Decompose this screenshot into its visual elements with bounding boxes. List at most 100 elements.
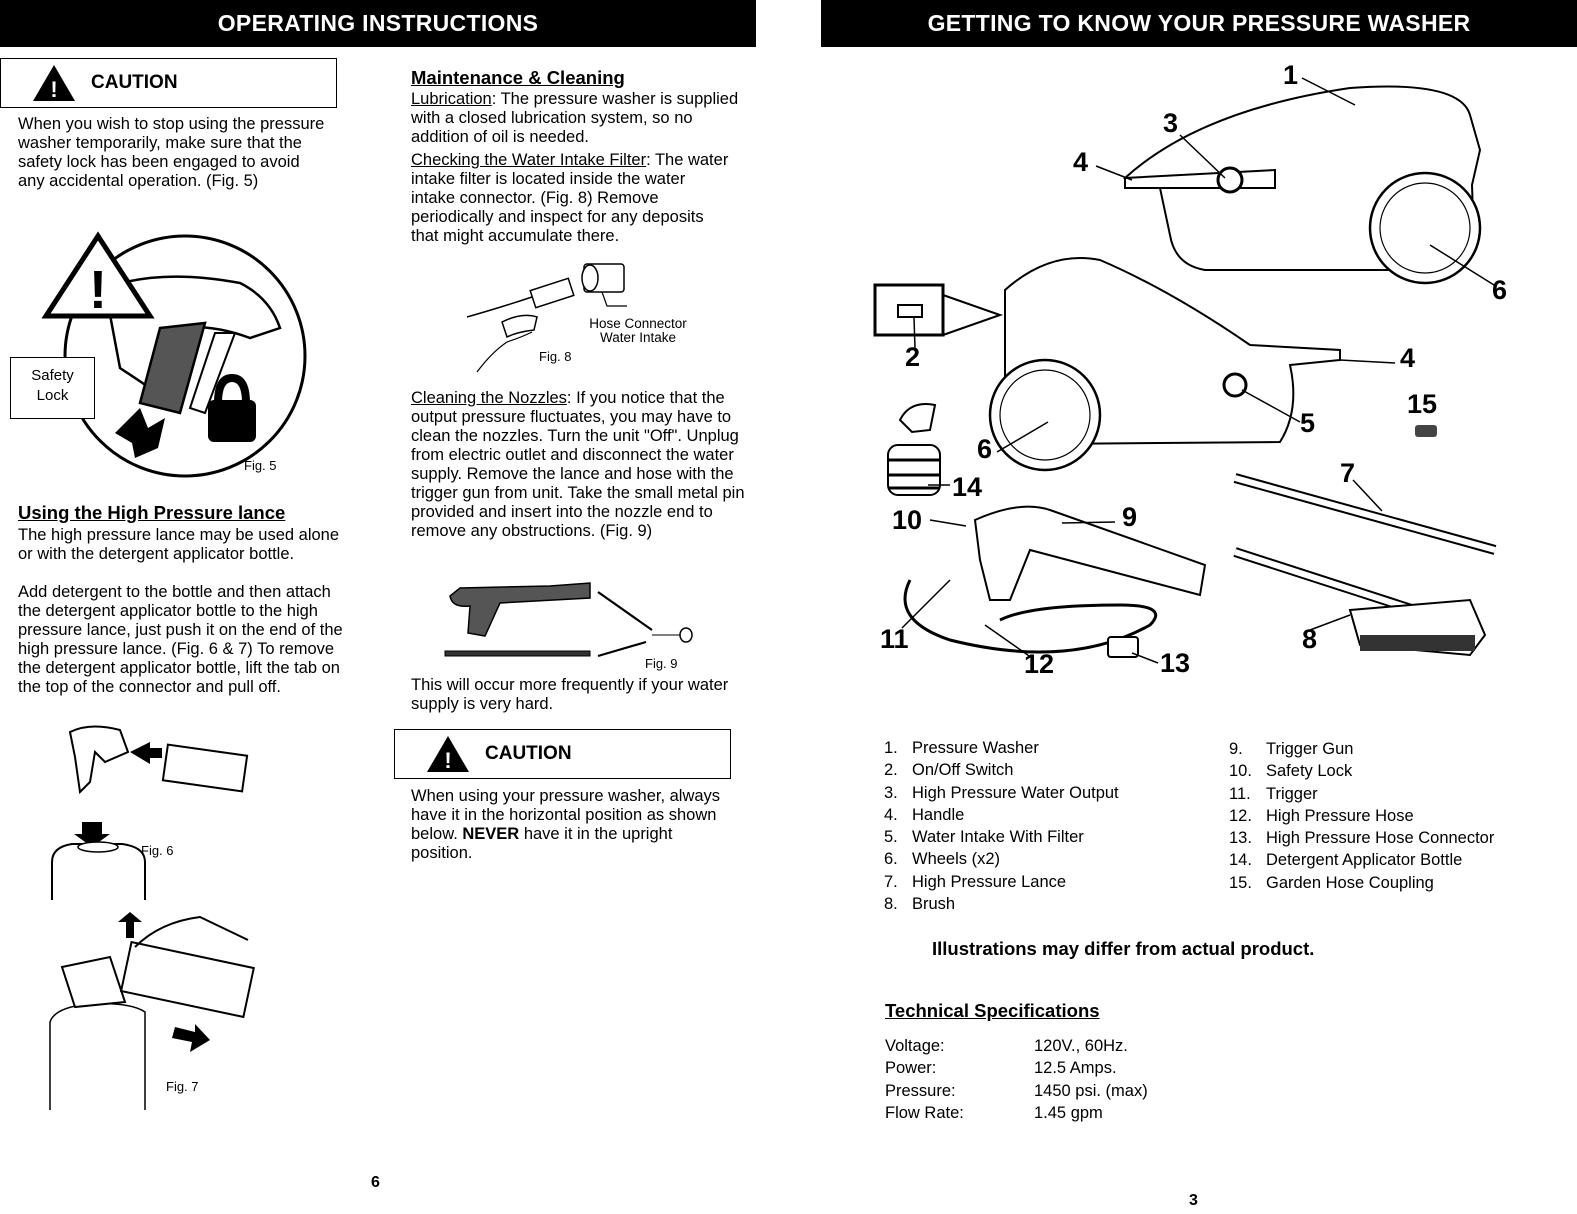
- part-num: 14.: [1229, 851, 1252, 870]
- list-item: 14. Detergent Applicator Bottle: [1229, 849, 1549, 871]
- part-num: 15.: [1229, 873, 1252, 892]
- part-label: Handle: [912, 805, 965, 824]
- right-banner: GETTING TO KNOW YOUR PRESSURE WASHER: [821, 0, 1577, 47]
- part-label: High Pressure Water Output: [912, 783, 1119, 802]
- list-item: 10.Safety Lock: [1229, 760, 1549, 782]
- svg-text:!: !: [89, 260, 107, 320]
- warning-triangle-icon: !: [41, 231, 155, 320]
- warning-triangle-icon: !: [33, 65, 75, 102]
- specs-table: Voltage:120V., 60Hz. Power:12.5 Amps. Pr…: [885, 1035, 1285, 1124]
- fig5-illustration: !: [41, 231, 307, 478]
- arrow-icon: [130, 742, 162, 764]
- lance-text-1: The high pressure lance may be used alon…: [18, 526, 340, 563]
- callout-8: 8: [1302, 624, 1318, 654]
- callout-line-1: Safety: [31, 367, 74, 384]
- part-label: Trigger: [1266, 784, 1318, 803]
- callout-10: 10: [892, 505, 923, 535]
- part-num: 5.: [884, 828, 898, 847]
- spec-row: Flow Rate: 1.45 gpm: [885, 1102, 1285, 1124]
- spec-row: Voltage: 120V., 60Hz.: [885, 1035, 1285, 1057]
- arrow-icon: [74, 822, 110, 847]
- part-label: High Pressure Lance: [912, 872, 1067, 891]
- nozzle-text: : If you notice that the output pressure…: [411, 389, 745, 540]
- left-banner: OPERATING INSTRUCTIONS: [0, 0, 756, 47]
- list-item: 15. Garden Hose Coupling: [1229, 872, 1549, 894]
- list-item: 4. Handle: [884, 804, 1204, 826]
- fig8-callout: Hose Connector Water Intake: [580, 317, 696, 345]
- caution-2-text-b: have it in the upright position.: [411, 825, 673, 862]
- part-label: On/Off Switch: [912, 761, 1014, 780]
- caution-2-never: NEVER: [462, 825, 520, 843]
- callout-4-mid: 4: [1400, 343, 1416, 373]
- callout-12: 12: [1024, 649, 1055, 679]
- svg-text:!: !: [444, 748, 451, 773]
- padlock-icon: [208, 373, 256, 442]
- fig8-caption: Fig. 8: [539, 349, 572, 364]
- list-item: 3. High Pressure Water Output: [884, 782, 1204, 804]
- caution-label-2: CAUTION: [485, 743, 572, 764]
- caution-2-text: When using your pressure washer, always …: [411, 787, 721, 863]
- caution-box-1: ! CAUTION: [0, 58, 337, 108]
- list-item: 12. High Pressure Hose: [1229, 805, 1549, 827]
- callout-13: 13: [1160, 648, 1191, 678]
- fig7-illustration: [49, 912, 255, 1110]
- specs-heading: Technical Specifications: [885, 1000, 1100, 1021]
- part-num: 4.: [884, 805, 898, 824]
- filter-paragraph: Checking the Water Intake Filter: The wa…: [411, 151, 733, 246]
- callout-6-mid: 6: [977, 434, 993, 464]
- spec-value: 120V., 60Hz.: [1034, 1037, 1128, 1055]
- list-item: 5. Water Intake With Filter: [884, 826, 1204, 848]
- callout-15: 15: [1407, 389, 1438, 419]
- warning-triangle-icon: !: [427, 736, 469, 773]
- spec-key: Flow Rate:: [885, 1103, 964, 1122]
- caution-1-text: When you wish to stop using the pressure…: [18, 115, 325, 190]
- callout-2: 2: [905, 342, 921, 372]
- callout-6-top: 6: [1492, 275, 1508, 305]
- part-label: Pressure Washer: [912, 739, 1039, 757]
- list-item: 13.High Pressure Hose Connector: [1229, 827, 1549, 849]
- fig8-label-line-1: Hose Connector: [589, 316, 687, 331]
- part-num: 6.: [884, 850, 898, 869]
- nozzle-paragraph: Cleaning the Nozzles: If you notice that…: [411, 389, 746, 541]
- nozzle-term: Cleaning the Nozzles: [411, 389, 567, 407]
- safety-lock-callout: Safety Lock: [10, 357, 95, 419]
- disclaimer: Illustrations may differ from actual pro…: [932, 938, 1315, 959]
- fig8-illustration: [466, 263, 627, 373]
- callout-7: 7: [1340, 458, 1356, 488]
- callout-9: 9: [1122, 502, 1138, 532]
- list-item: 1. Pressure Washer: [884, 737, 1204, 759]
- part-label: Trigger Gun: [1266, 740, 1354, 758]
- spec-value: 1.45 gpm: [1034, 1103, 1103, 1122]
- fig6-caption: Fig. 6: [141, 843, 174, 858]
- part-num: 9.: [1229, 740, 1243, 758]
- list-item: 6. Wheels (x2): [884, 848, 1204, 870]
- callout-3: 3: [1163, 108, 1179, 138]
- svg-text:!: !: [50, 77, 57, 102]
- filter-text: : The water intake filter is located ins…: [411, 151, 729, 245]
- part-label: Wheels (x2): [912, 850, 1001, 869]
- spec-row: Power:12.5 Amps.: [885, 1057, 1285, 1079]
- part-num: 13.: [1229, 829, 1252, 848]
- list-item: 11.Trigger: [1229, 783, 1549, 805]
- part-num: 3.: [884, 783, 898, 802]
- fig5-caption: Fig. 5: [244, 458, 277, 473]
- part-num: 12.: [1229, 806, 1252, 825]
- spec-key: Power:: [885, 1059, 937, 1078]
- list-item: 8.Brush: [884, 893, 1204, 915]
- callout-4-top: 4: [1073, 147, 1089, 177]
- part-label: Detergent Applicator Bottle: [1266, 851, 1463, 870]
- part-label: Water Intake With Filter: [912, 828, 1084, 847]
- lance-heading: Using the High Pressure lance: [18, 502, 286, 523]
- fig8-label-line-2: Water Intake: [599, 330, 677, 345]
- part-label: High Pressure Hose: [1266, 806, 1414, 825]
- spec-key: Voltage:: [885, 1037, 945, 1055]
- fig9-illustration: [444, 582, 693, 658]
- list-item: 7.High Pressure Lance: [884, 871, 1204, 893]
- part-label: Safety Lock: [1266, 762, 1353, 781]
- right-page-number: 3: [1189, 1192, 1198, 1209]
- callout-5: 5: [1300, 408, 1316, 438]
- lubrication-text: : The pressure washer is supplied with a…: [411, 90, 739, 146]
- part-label: Garden Hose Coupling: [1266, 873, 1434, 892]
- arrow-icon: [118, 912, 142, 938]
- part-num: 1.: [884, 739, 898, 757]
